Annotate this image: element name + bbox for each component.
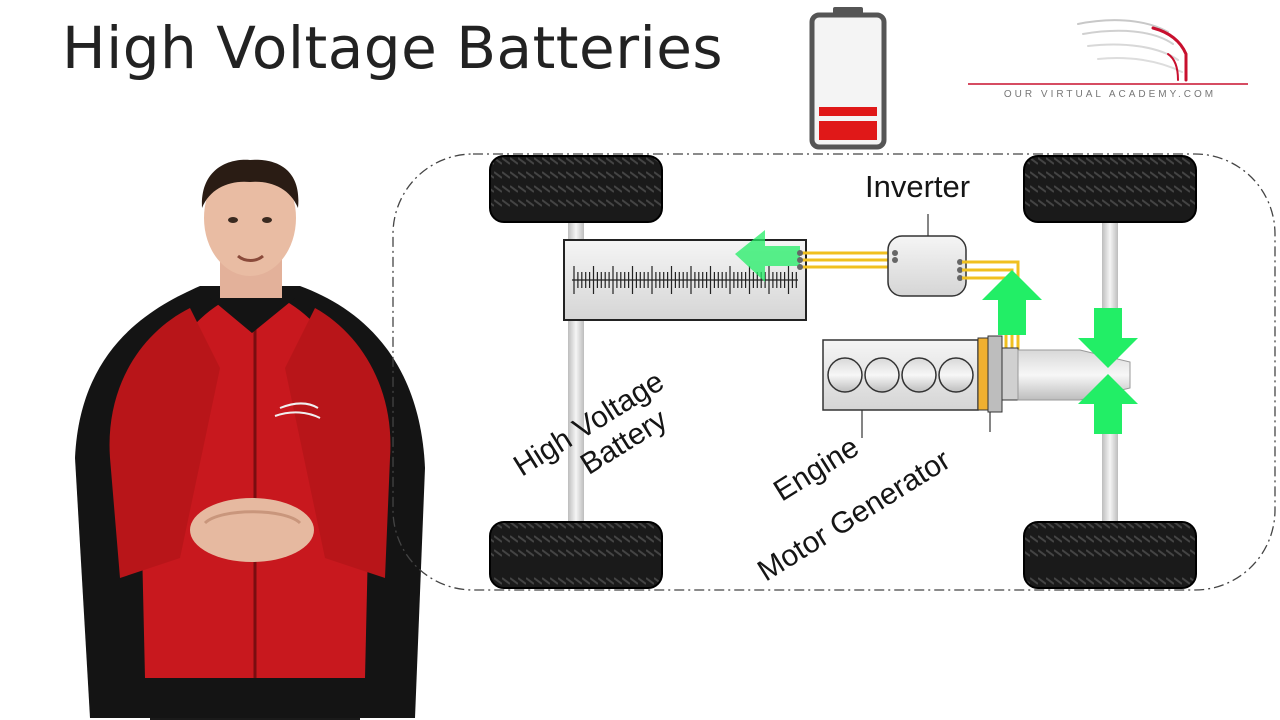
wheel-front-left	[489, 155, 663, 223]
energy-flow-arrow-up	[982, 270, 1042, 335]
motor-generator-unit	[977, 335, 1019, 413]
page-title: High Voltage Batteries	[62, 14, 724, 82]
label-inverter: Inverter	[865, 169, 971, 204]
wheel-rear-left	[489, 521, 663, 589]
presenter-figure	[75, 159, 425, 720]
engine-block	[822, 339, 979, 411]
logo-text: OUR VIRTUAL ACADEMY.COM	[1003, 89, 1217, 100]
energy-flow-arrow-down	[1078, 308, 1138, 368]
academy-logo	[968, 19, 1248, 85]
energy-flow-arrow-into-battery	[735, 230, 800, 282]
inverter-box	[887, 235, 967, 297]
hv-cable	[802, 251, 890, 269]
hybrid-drivetrain-diagram	[392, 153, 1276, 591]
vehicle-outline	[392, 153, 1276, 591]
battery-icon	[809, 7, 887, 150]
wheel-rear-right	[1023, 521, 1197, 589]
energy-flow-arrow-up-2	[1078, 374, 1138, 434]
wheel-front-right	[1023, 155, 1197, 223]
